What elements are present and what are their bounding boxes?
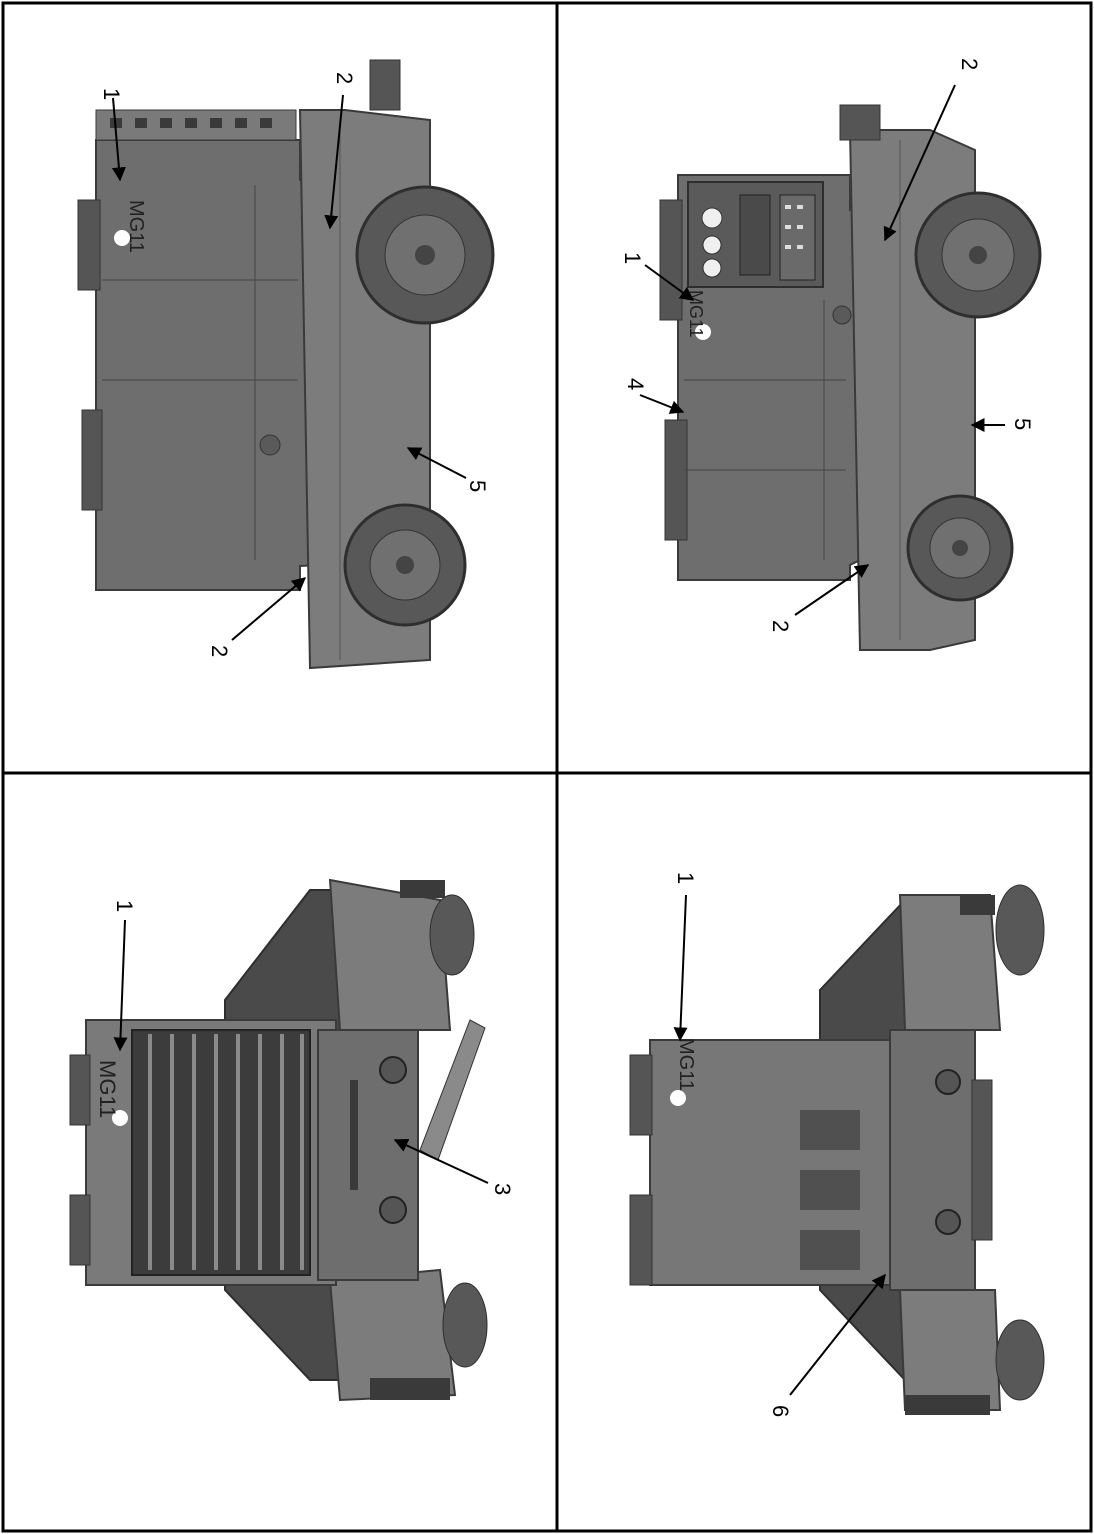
- callout-label: 2: [332, 72, 357, 84]
- callouts-top-right: 1 2 2 4 5: [620, 58, 1035, 632]
- callout-arrow: [883, 84, 956, 242]
- callout-arrow: [111, 97, 126, 182]
- wheel: [355, 185, 495, 325]
- callout-arrow: [393, 1138, 489, 1184]
- unit-photo-right-side: MG11: [659, 104, 1042, 651]
- callouts-top-left: 1 2 2 5: [99, 72, 490, 657]
- callout-arrow: [231, 577, 307, 641]
- radiator-grille: [131, 1029, 311, 1276]
- panel-top-left: MG11 1 2 2: [77, 59, 495, 670]
- callout-arrow: [406, 447, 467, 479]
- panel-top-right: MG11 1 2 2 4: [620, 58, 1042, 651]
- unit-photo-radiator-end: MG11: [69, 878, 488, 1402]
- unit-photo-left-side: MG11: [77, 59, 495, 670]
- unit-marking: MG11: [95, 1060, 120, 1118]
- unit-photo-opposite-end: MG11: [629, 884, 1045, 1415]
- wheel: [906, 494, 1014, 602]
- callouts-bottom-left: 1 3: [112, 900, 515, 1195]
- callout-arrow: [324, 94, 344, 230]
- wheel: [343, 503, 467, 627]
- callout-label: 1: [112, 900, 137, 912]
- callout-label: 5: [1010, 418, 1035, 430]
- callout-label: 2: [957, 58, 982, 70]
- callout-label: 4: [623, 378, 648, 390]
- callout-label: 1: [99, 88, 124, 100]
- callout-label: 6: [768, 1405, 793, 1417]
- unit-marking: MG11: [686, 290, 706, 338]
- panel-bottom-left: MG11 1 3: [69, 878, 515, 1402]
- unit-marking: MG11: [675, 1038, 697, 1091]
- panel-bottom-right: MG11 1 6: [629, 872, 1045, 1417]
- callout-arrow: [673, 894, 688, 1042]
- control-panel: [687, 181, 824, 288]
- unit-marking: MG11: [125, 200, 147, 253]
- callout-arrow: [639, 394, 685, 414]
- callouts-bottom-right: 1 6: [673, 872, 886, 1417]
- callout-arrow: [789, 1273, 886, 1396]
- callout-arrow: [644, 264, 695, 301]
- callout-arrow: [794, 564, 870, 616]
- callout-label: 1: [673, 872, 698, 884]
- callout-label: 5: [465, 480, 490, 492]
- callout-arrow: [113, 919, 128, 1052]
- callout-label: 2: [207, 645, 232, 657]
- wheel: [914, 191, 1042, 319]
- callout-label: 2: [768, 620, 793, 632]
- callout-label: 3: [490, 1183, 515, 1195]
- vent-louvers: [800, 1110, 860, 1270]
- callout-label: 1: [620, 252, 645, 264]
